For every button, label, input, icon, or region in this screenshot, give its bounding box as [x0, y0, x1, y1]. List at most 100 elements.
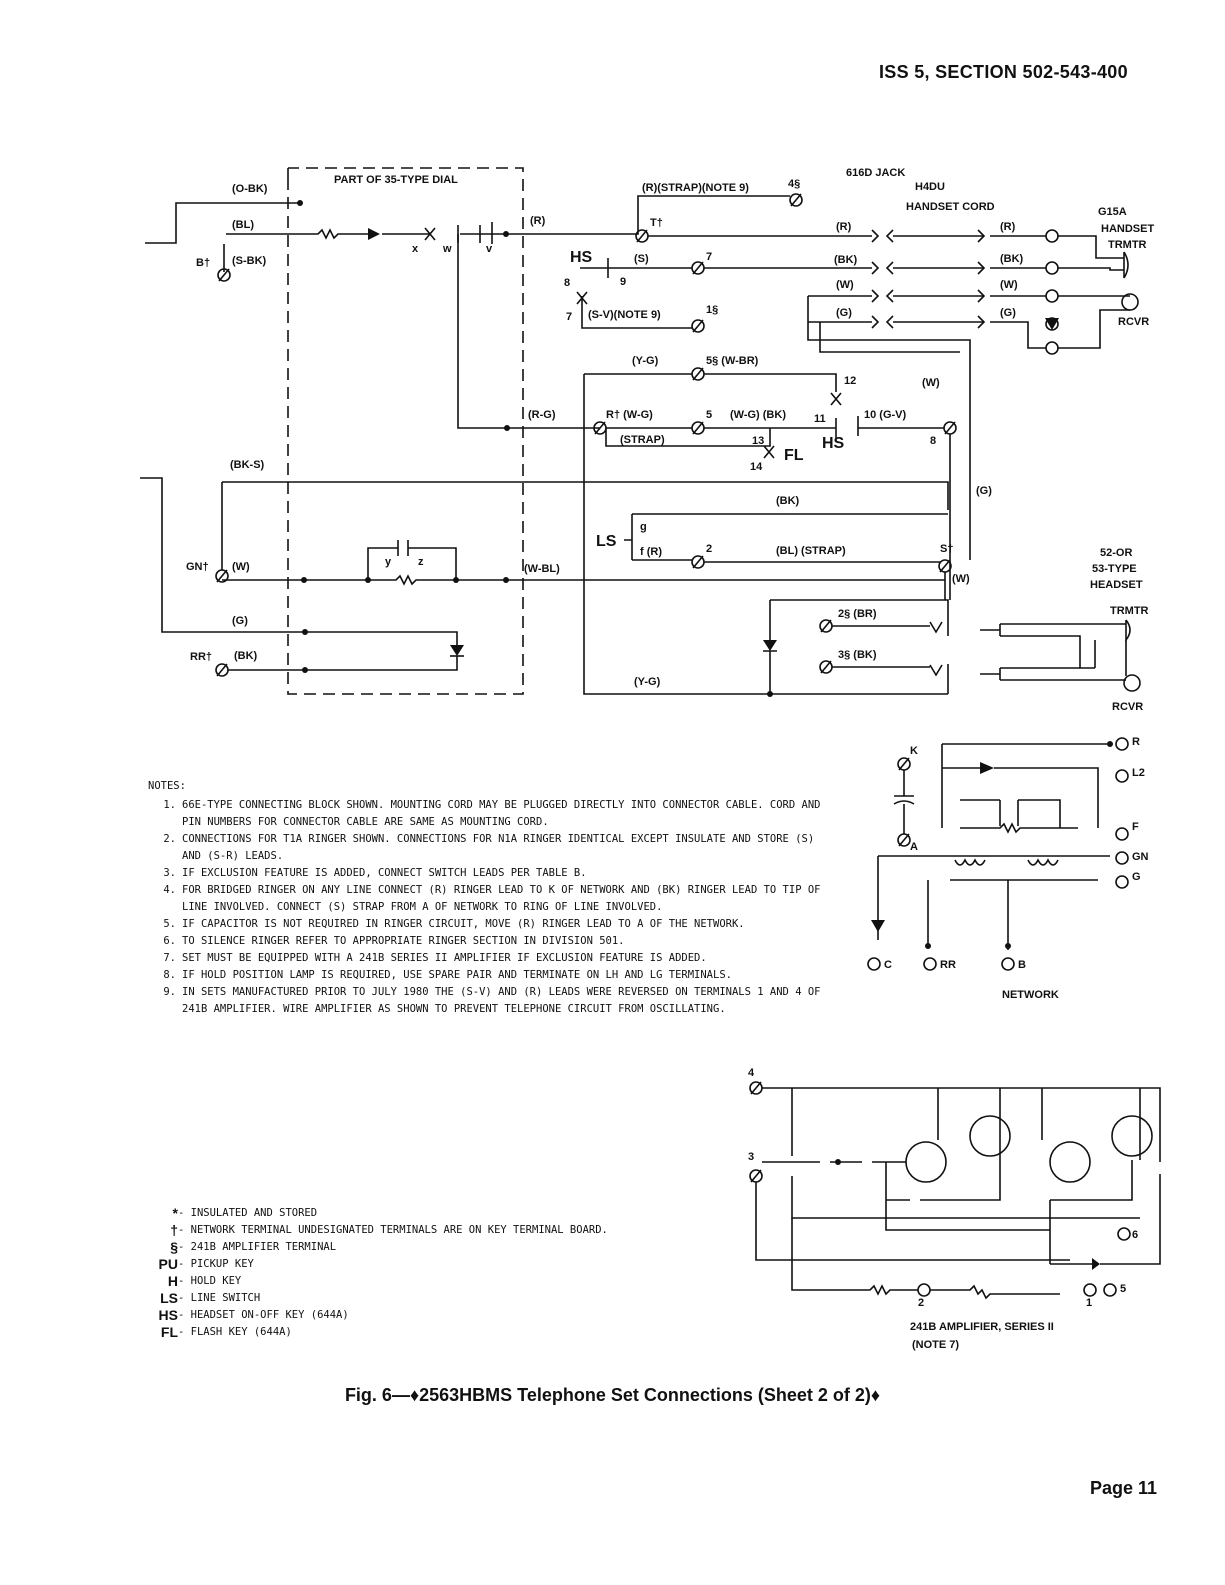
svg-text:RR: RR	[940, 959, 956, 971]
svg-text:FL: FL	[784, 447, 804, 464]
note-item: 9.IN SETS MANUFACTURED PRIOR TO JULY 198…	[163, 986, 821, 1015]
note-item: 1.66E-TYPE CONNECTING BLOCK SHOWN. MOUNT…	[163, 799, 821, 828]
svg-text:616D JACK: 616D JACK	[846, 167, 905, 179]
legend-row: §- 241B AMPLIFIER TERMINAL	[170, 1239, 337, 1255]
svg-text:TRMTR: TRMTR	[1108, 239, 1147, 251]
svg-text:10 (G-V): 10 (G-V)	[864, 409, 907, 421]
svg-text:HANDSET: HANDSET	[1101, 223, 1154, 235]
section-header: ISS 5, SECTION 502-543-400	[879, 62, 1128, 82]
svg-text:F: F	[1132, 821, 1139, 833]
svg-text:(BK): (BK)	[776, 495, 800, 507]
svg-text:(G): (G)	[232, 615, 248, 627]
svg-text:13: 13	[752, 435, 764, 447]
svg-text:L2: L2	[1132, 767, 1145, 779]
svg-text:(W): (W)	[232, 561, 250, 573]
svg-text:5: 5	[706, 409, 712, 421]
svg-text:8: 8	[564, 277, 570, 289]
svg-text:(R): (R)	[836, 221, 852, 233]
svg-text:14: 14	[750, 461, 763, 473]
svg-text:A: A	[910, 841, 918, 853]
dial-box	[287, 167, 524, 695]
legend-row: HS- HEADSET ON-OFF KEY (644A)	[158, 1307, 349, 1323]
legend-row: H- HOLD KEY	[167, 1273, 242, 1289]
svg-text:RR†: RR†	[190, 651, 212, 663]
svg-text:RCVR: RCVR	[1118, 316, 1149, 328]
svg-text:C: C	[884, 959, 892, 971]
svg-text:(Y-G): (Y-G)	[632, 355, 659, 367]
wire-r-top	[506, 195, 790, 235]
svg-text:TRMTR: TRMTR	[1110, 605, 1149, 617]
svg-text:B: B	[1018, 959, 1026, 971]
svg-text:K: K	[910, 745, 918, 757]
svg-text:(W): (W)	[952, 573, 970, 585]
svg-text:4: 4	[748, 1067, 755, 1079]
svg-text:v: v	[486, 243, 493, 255]
svg-text:(Y-G): (Y-G)	[634, 676, 661, 688]
svg-text:(R): (R)	[1000, 221, 1016, 233]
svg-text:(STRAP): (STRAP)	[620, 434, 665, 446]
svg-text:S†: S†	[940, 543, 953, 555]
legend-row: †- NETWORK TERMINAL UNDESIGNATED TERMINA…	[170, 1222, 608, 1238]
symbol-legend: *- INSULATED AND STORED †- NETWORK TERMI…	[146, 1205, 608, 1341]
svg-text:(R)(STRAP)(NOTE 9): (R)(STRAP)(NOTE 9)	[642, 182, 749, 194]
svg-text:(S): (S)	[634, 253, 649, 265]
svg-text:241B AMPLIFIER, SERIES II: 241B AMPLIFIER, SERIES II	[910, 1321, 1054, 1333]
svg-text:5§ (W-BR): 5§ (W-BR)	[706, 355, 759, 367]
svg-text:RCVR: RCVR	[1112, 701, 1143, 713]
svg-text:12: 12	[844, 375, 856, 387]
svg-text:NETWORK: NETWORK	[1002, 989, 1059, 1001]
svg-text:(G): (G)	[1000, 307, 1016, 319]
svg-text:HS: HS	[570, 249, 593, 266]
legend-row: LS- LINE SWITCH	[160, 1290, 261, 1306]
svg-text:HEADSET: HEADSET	[1090, 579, 1143, 591]
svg-text:5: 5	[1120, 1283, 1126, 1295]
svg-text:(NOTE 7): (NOTE 7)	[912, 1339, 959, 1351]
figure-caption: Fig. 6—♦2563HBMS Telephone Set Connectio…	[344, 1385, 881, 1405]
svg-text:G15A: G15A	[1098, 206, 1127, 218]
note-item: 2.CONNECTIONS FOR T1A RINGER SHOWN. CONN…	[163, 833, 815, 862]
wire-bl	[226, 228, 506, 240]
svg-text:(W): (W)	[1000, 279, 1018, 291]
dial-box-label: PART OF 35-TYPE DIAL	[334, 174, 458, 186]
legend-row: PU- PICKUP KEY	[158, 1256, 254, 1272]
svg-text:1§: 1§	[706, 304, 718, 316]
svg-text:(W): (W)	[836, 279, 854, 291]
wire-bk-s	[140, 477, 305, 633]
page-number: Page 11	[1090, 1478, 1158, 1498]
svg-text:(S-V)(NOTE 9): (S-V)(NOTE 9)	[588, 309, 661, 321]
svg-text:H4DU: H4DU	[915, 181, 945, 193]
svg-text:1: 1	[1086, 1297, 1092, 1309]
svg-text:GN: GN	[1132, 851, 1149, 863]
svg-text:(W-G) (BK): (W-G) (BK)	[730, 409, 786, 421]
svg-text:(W): (W)	[922, 377, 940, 389]
svg-text:8: 8	[930, 435, 936, 447]
svg-text:53-TYPE: 53-TYPE	[1092, 563, 1137, 575]
svg-text:x: x	[412, 243, 419, 255]
notes-section: NOTES: 1.66E-TYPE CONNECTING BLOCK SHOWN…	[148, 778, 828, 1018]
svg-text:G: G	[1132, 871, 1141, 883]
svg-text:6: 6	[1132, 1229, 1138, 1241]
svg-text:2: 2	[918, 1297, 924, 1309]
svg-text:(G): (G)	[976, 485, 992, 497]
svg-text:(R-G): (R-G)	[528, 409, 556, 421]
svg-text:11: 11	[814, 413, 826, 425]
svg-text:9: 9	[620, 276, 626, 288]
svg-text:2§ (BR): 2§ (BR)	[838, 608, 877, 620]
svg-text:R: R	[1132, 736, 1140, 748]
svg-text:(S-BK): (S-BK)	[232, 255, 267, 267]
svg-text:7: 7	[566, 311, 572, 323]
svg-text:2: 2	[706, 543, 712, 555]
svg-text:HANDSET CORD: HANDSET CORD	[906, 201, 995, 213]
svg-text:LS: LS	[596, 533, 617, 550]
legend-row: *- INSULATED AND STORED	[172, 1205, 318, 1221]
svg-text:z: z	[418, 556, 424, 568]
legend-row: FL- FLASH KEY (644A)	[160, 1324, 292, 1340]
notes-heading: NOTES:	[148, 780, 186, 792]
svg-text:B†: B†	[196, 257, 210, 269]
wire-o-bk	[145, 202, 300, 244]
svg-text:(BL) (STRAP): (BL) (STRAP)	[776, 545, 846, 557]
svg-text:7: 7	[706, 251, 712, 263]
note-item: 8.IF HOLD POSITION LAMP IS REQUIRED, USE…	[163, 969, 732, 981]
svg-text:HS: HS	[822, 435, 845, 452]
